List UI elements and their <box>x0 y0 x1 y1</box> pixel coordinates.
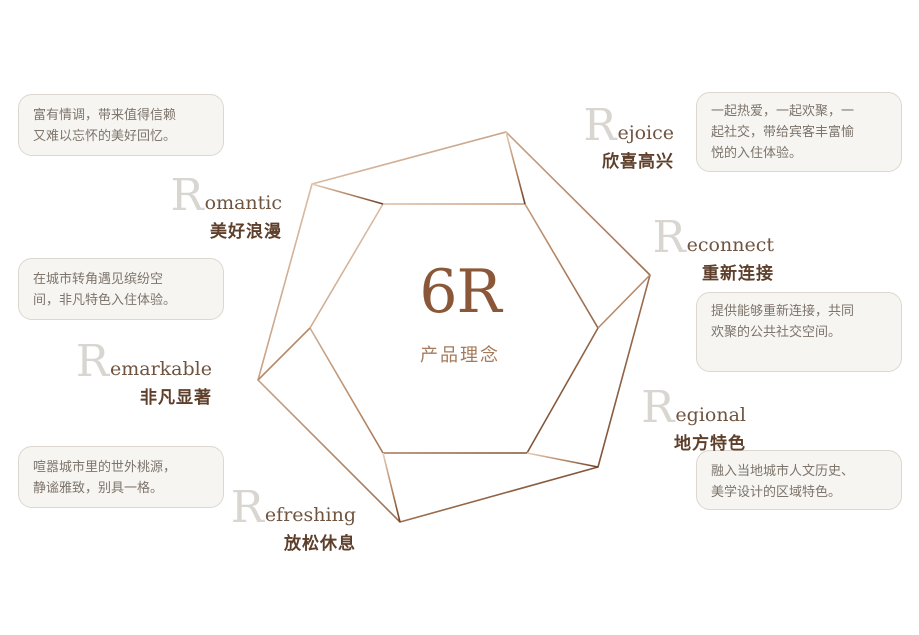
label-rest: efreshing <box>264 504 356 527</box>
desc-card-romantic: 富有情调，带来值得信赖 又难以忘怀的美好回忆。 <box>18 94 224 156</box>
label-zh: 地方特色 <box>674 434 746 455</box>
desc-line: 起社交，带给宾客丰富愉 <box>711 125 855 140</box>
label-zh: 欣喜高兴 <box>602 152 674 173</box>
label-rest: emarkable <box>110 358 212 381</box>
desc-line: 一起热爱，一起欢聚，一 <box>711 104 855 119</box>
desc-line: 间，非凡特色入住体验。 <box>33 293 177 308</box>
facet-line-top-left <box>311 183 384 205</box>
desc-line: 静谧雅致，别具一格。 <box>33 481 164 496</box>
label-cap: R <box>230 482 264 533</box>
label-rest: ejoice <box>617 122 674 145</box>
inner-hexagon <box>309 203 599 454</box>
desc-line: 悦的入住体验。 <box>711 146 803 161</box>
desc-line: 又难以忘怀的美好回忆。 <box>33 129 177 144</box>
facet-line-bottom-right <box>526 452 599 468</box>
label-zh: 放松休息 <box>284 534 356 555</box>
desc-line: 喧嚣城市里的世外桃源， <box>33 460 177 475</box>
label-cap: R <box>583 100 617 151</box>
label-rest: omantic <box>204 192 282 215</box>
desc-line: 欢聚的公共社交空间。 <box>711 325 842 340</box>
desc-card-rejoice: 一起热爱，一起欢聚，一 起社交，带给宾客丰富愉 悦的入住体验。 <box>696 92 902 172</box>
desc-card-regional: 融入当地城市人文历史、 美学设计的区域特色。 <box>696 450 902 510</box>
desc-line: 融入当地城市人文历史、 <box>711 464 855 479</box>
label-zh: 美好浪漫 <box>210 222 282 243</box>
facet-line-bottom <box>382 452 401 523</box>
desc-line: 美学设计的区域特色。 <box>711 485 842 500</box>
center-subtitle: 产品理念 <box>420 345 500 366</box>
label-zh: 非凡显著 <box>140 388 212 409</box>
facet-line-top <box>505 131 526 205</box>
label-cap: R <box>75 336 109 387</box>
outer-hexagon <box>257 131 651 523</box>
desc-line: 富有情调，带来值得信赖 <box>33 108 177 123</box>
label-cap: R <box>641 382 675 433</box>
label-rest: econnect <box>686 234 774 257</box>
center-title: 6R <box>419 257 501 327</box>
desc-card-refreshing: 喧嚣城市里的世外桃源， 静谧雅致，别具一格。 <box>18 446 224 508</box>
desc-card-remarkable: 在城市转角遇见缤纷空 间，非凡特色入住体验。 <box>18 258 224 320</box>
label-rest: egional <box>675 404 746 427</box>
label-cap: R <box>170 170 204 221</box>
label-cap: R <box>652 212 686 263</box>
label-zh: 重新连接 <box>702 264 774 285</box>
desc-line: 在城市转角遇见缤纷空 <box>33 272 164 287</box>
facet-line-top-right <box>597 274 651 329</box>
desc-line: 提供能够重新连接，共同 <box>711 304 855 319</box>
desc-card-reconnect: 提供能够重新连接，共同 欢聚的公共社交空间。 <box>696 292 902 372</box>
facet-line-bottom-left <box>257 327 311 381</box>
